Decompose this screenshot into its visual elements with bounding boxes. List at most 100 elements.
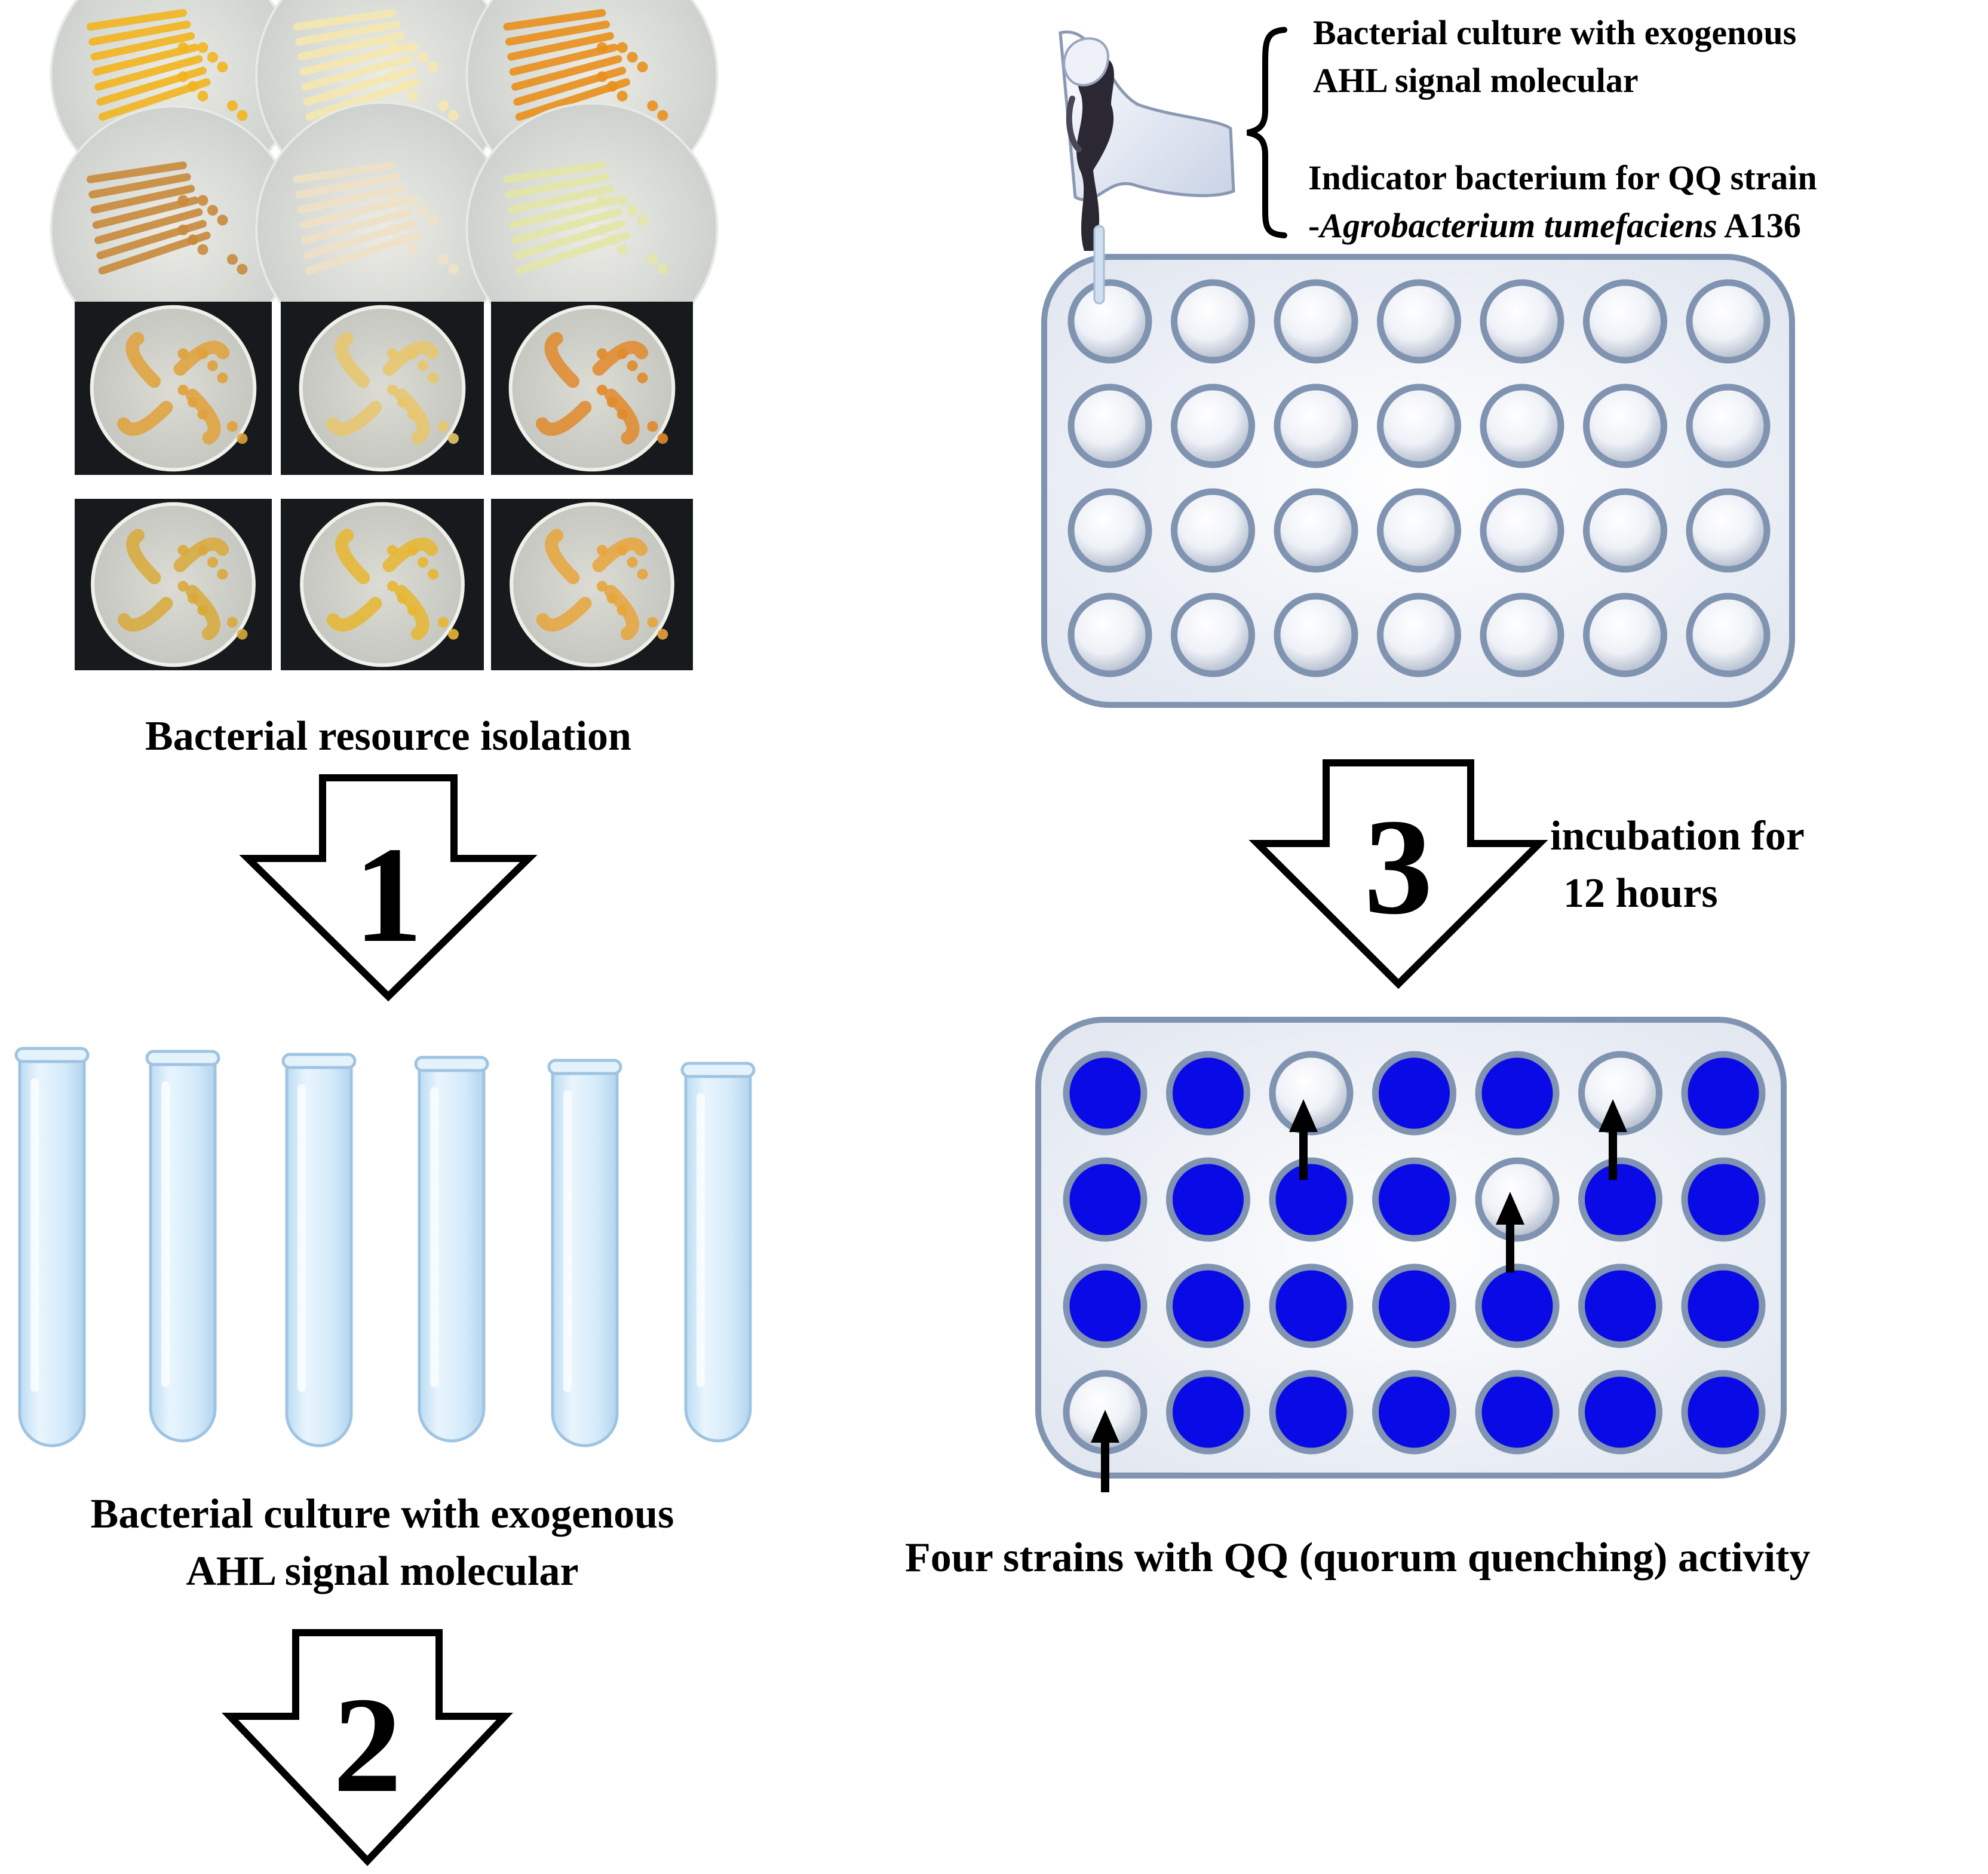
empty-well <box>1274 279 1358 364</box>
colony <box>596 224 608 235</box>
test-tube-row <box>14 1047 756 1447</box>
colony <box>428 62 438 73</box>
bacterial-streak <box>297 185 405 214</box>
petri-dish <box>300 502 465 667</box>
colony <box>647 617 658 628</box>
colony <box>418 51 428 63</box>
test-tube <box>281 1053 357 1447</box>
colony <box>197 409 208 420</box>
tube-body <box>418 1062 486 1443</box>
empty-well <box>1067 384 1152 468</box>
colony <box>616 90 628 102</box>
step-1-arrow: 1 <box>239 774 538 1002</box>
blue-well <box>1681 1263 1766 1348</box>
colony <box>407 42 418 53</box>
bacterial-streak <box>293 161 397 183</box>
indicator-prefix: - <box>1308 206 1320 245</box>
colony <box>407 409 418 420</box>
incubation-note-line-1: incubation for <box>1550 813 1805 859</box>
bacterial-streak <box>592 341 649 376</box>
test-tube <box>414 1056 489 1443</box>
petri-dish <box>90 305 257 472</box>
empty-well <box>1377 593 1461 677</box>
colony <box>207 557 218 568</box>
colony <box>387 581 398 592</box>
tube-highlight <box>697 1093 705 1387</box>
colony <box>207 360 218 372</box>
blue-well <box>1063 1263 1148 1348</box>
colony <box>197 195 208 206</box>
colony <box>387 195 398 206</box>
colony <box>647 421 658 432</box>
bacterial-streak <box>88 173 191 199</box>
colony <box>627 360 638 372</box>
colony <box>627 204 638 216</box>
colony <box>397 234 408 246</box>
indicator-species: Agrobacterium tumefaciens <box>1320 206 1717 245</box>
plate-photo <box>255 101 510 356</box>
tube-rim <box>14 1047 90 1063</box>
colony <box>397 593 408 604</box>
tube-rim <box>145 1050 220 1066</box>
blue-well <box>1063 1157 1148 1242</box>
plate-photo-grid <box>50 0 719 670</box>
dropper-culture-line-2: AHL signal molecular <box>1313 61 1639 100</box>
plate-photo <box>75 499 272 670</box>
colony <box>197 545 208 556</box>
colony <box>637 214 648 226</box>
bacterial-streak <box>592 537 648 572</box>
bacterial-streak <box>173 341 230 376</box>
bacterial-streak <box>505 20 610 46</box>
bacterial-streak <box>117 597 173 632</box>
colony <box>616 195 628 206</box>
tube-body <box>285 1059 353 1447</box>
bacterial-streak <box>186 388 221 445</box>
colony <box>596 384 608 395</box>
bacterial-streak <box>295 20 401 46</box>
colony <box>397 81 408 92</box>
colony <box>188 593 198 604</box>
colony <box>227 421 238 432</box>
culture-caption-line-1: Bacterial culture with exogenous <box>90 1491 674 1537</box>
bacterial-streak <box>92 197 199 229</box>
blue-well <box>1578 1370 1662 1455</box>
empty-well <box>1171 384 1255 468</box>
tube-rim <box>281 1053 357 1069</box>
bacterial-streak <box>299 44 409 76</box>
colony <box>207 51 218 63</box>
petri-dish <box>508 305 676 472</box>
bacterial-streak <box>126 529 161 584</box>
tube-body <box>551 1065 619 1447</box>
tube-body <box>18 1053 86 1447</box>
bacterial-streak <box>86 9 187 31</box>
colony <box>647 254 658 265</box>
qq-well-pointer-arrows <box>1091 1099 1627 1492</box>
colony <box>407 545 418 556</box>
result-caption: Four strains with QQ (quorum quenching) … <box>905 1535 1811 1581</box>
colony <box>616 42 628 53</box>
bacterial-streak <box>505 173 610 199</box>
colony <box>387 545 398 556</box>
bacterial-streak <box>382 341 439 376</box>
empty-well <box>1377 488 1461 573</box>
plate-photo <box>281 499 484 670</box>
empty-well <box>1274 384 1358 468</box>
colony <box>616 409 628 420</box>
pointer-arrow <box>1091 1410 1119 1492</box>
bacterial-streak <box>90 32 195 61</box>
empty-well <box>1686 279 1771 364</box>
plate-photo <box>281 302 484 475</box>
bacterial-streak <box>507 32 614 61</box>
empty-well <box>1686 384 1771 468</box>
bacterial-streak <box>90 185 195 214</box>
colony <box>657 628 668 640</box>
pointer-arrow <box>1599 1099 1627 1180</box>
empty-well <box>1686 488 1771 573</box>
colony <box>387 71 398 82</box>
colony <box>217 569 228 580</box>
empty-well <box>1583 593 1667 677</box>
bacterial-streak <box>301 55 413 91</box>
bacterial-streak <box>88 20 191 46</box>
plate-photo <box>50 105 297 352</box>
colony <box>438 254 449 265</box>
